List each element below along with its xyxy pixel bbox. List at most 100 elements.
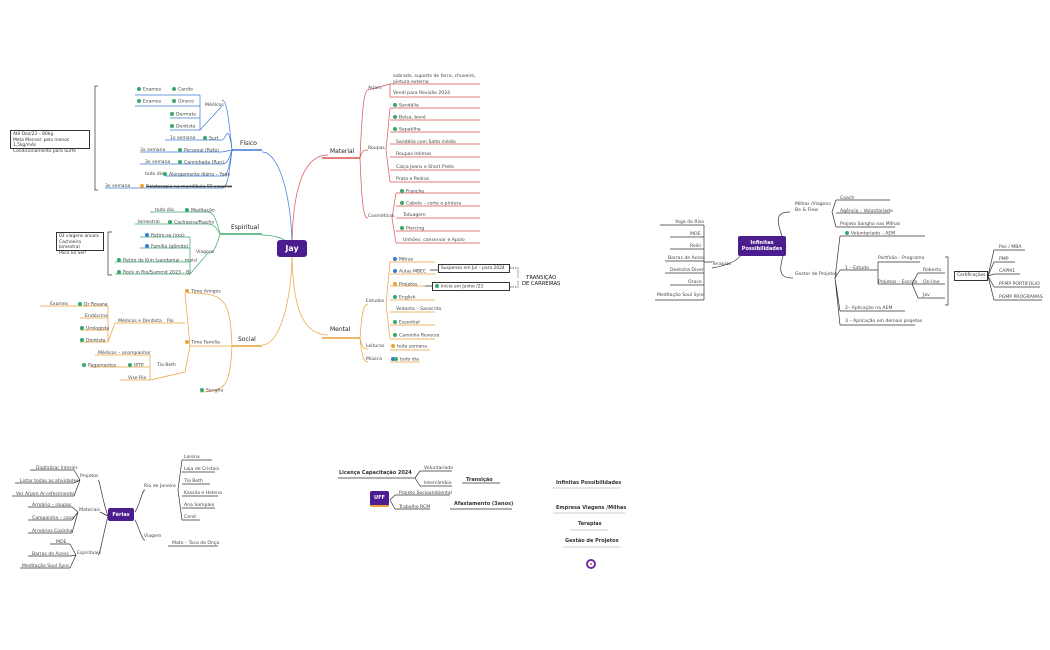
branch-mental[interactable]: Mental: [330, 326, 351, 333]
material-arjam-item: sobrado, suporte de ferro, chuveiro, pin…: [393, 74, 476, 85]
ferias-rio-item: Cenit: [184, 515, 197, 520]
material-cosmeticos-item: Cabelo – corte e pintura: [400, 201, 461, 208]
ferias-viagem: Viagem: [144, 534, 162, 539]
licenca-uff-item: Trabalho RCM: [399, 505, 431, 510]
licenca-item: Intercâmbio: [424, 481, 452, 486]
infinitas-cert-item: PMP: [999, 257, 1009, 262]
material-arjam-item: Vendi para Revisão 2024: [393, 91, 451, 96]
ferias-espirituais-item: Meditação Soul Sync: [22, 564, 70, 569]
infinitas-cert-item: Pos / MBA: [999, 245, 1022, 250]
social-item: Tia Beth: [157, 363, 176, 368]
infinitas-milhas: Milhas /Viagens Be & Flow: [795, 202, 831, 213]
fisico-item: Gineco: [172, 99, 194, 106]
material-roupas-item: Sandália: [393, 103, 419, 110]
ferias-espirituais-item: Barras de Acess: [32, 552, 69, 557]
fisico-item: Alongamento diário – Yoga: [163, 172, 230, 179]
infinitas-gestor-item: 1 – Estudo: [845, 266, 869, 271]
infinitas-milhas-item: Agência – Voluntariado: [840, 209, 893, 214]
infinitas-gestor: Gestor de Projetos: [795, 272, 838, 277]
mental-transicao: TRANSIÇÃO DE CARREIRAS: [522, 275, 561, 287]
ferias-materiais-item: Campainha – casa: [32, 516, 74, 521]
material-cosmeticos-item: Tatuagem: [403, 213, 426, 218]
infinitas-gestor-item: 3 – Aplicação em demais projetos: [845, 319, 923, 324]
social-item: Vise Rio: [128, 376, 147, 381]
mental-suspenso: Suspenso em Jul – para 2024: [438, 264, 510, 273]
mental-estudos-item: Mitras: [393, 257, 413, 264]
infinitas-terapias-item: Meditação Soul Sync: [657, 293, 705, 298]
fisico-item: 1x semana: [170, 136, 196, 141]
social-item: IPTP: [128, 363, 144, 370]
branch-material[interactable]: Material: [330, 148, 355, 155]
social-item: Time Amigos: [185, 289, 221, 296]
infinitas-node[interactable]: Infinitas Possibilidades: [738, 236, 786, 256]
social-item: Médicos e Dentista: [118, 319, 162, 324]
ferias-rio-item: Ana Sampaio: [184, 503, 215, 508]
legend-item[interactable]: Terapias: [578, 521, 602, 527]
fisico-item: 3x semana: [145, 160, 171, 165]
infinitas-terapias-item: Yoga do Riso: [675, 220, 705, 225]
espiritual-item: Viagens: [196, 250, 215, 255]
licenca-afastamento: Afastamento (3anos): [454, 501, 514, 507]
ferias-projetos-item: Digitalizar Interior: [36, 466, 78, 471]
legend-item[interactable]: Gestão de Projetos: [565, 538, 619, 544]
fisico-note: Até Dez/23 – 80kg Meta Mensal: pelo meno…: [10, 130, 90, 154]
mental-musica-value: todo dia: [391, 357, 419, 364]
mental-estudos-item: Vedanta – Sanscrito: [396, 307, 442, 312]
mental-leituras: Leituras: [366, 344, 385, 349]
material-roupas-item: Calça Jeans e Short Preto: [396, 165, 454, 170]
ferias-espirituais-item: MOE: [56, 540, 67, 545]
espiritual-item: todo dia: [155, 208, 174, 213]
social-item: Dr Rosana: [78, 302, 108, 309]
infinitas-cert-item: PFMP PORTIFOLIO: [999, 282, 1040, 287]
social-item: Sangha: [200, 388, 223, 395]
branch-fisico[interactable]: Físico: [240, 140, 257, 147]
social-item: Pagamentos: [82, 363, 116, 370]
social-item: Urologista: [80, 326, 109, 333]
espiritual-item: Retiro-se (xxx): [145, 233, 185, 240]
mental-estudos-item: Aulas MBEC: [393, 269, 426, 276]
fisico-item: Exames: [137, 99, 161, 106]
espiritual-item: Cachoeira/Riacho: [168, 220, 214, 227]
licenca-uff-item: Projeto Socioambiental: [399, 491, 452, 496]
legend-item[interactable]: Infinitas Possibilidades: [556, 480, 622, 486]
infinitas-milhas-item: Coach: [840, 196, 855, 201]
espiritual-item: Meditação: [185, 208, 215, 215]
fisico-medicos: Médicos: [205, 103, 224, 108]
branch-espiritual[interactable]: Espiritual: [231, 224, 260, 231]
fisico-item: Dermato: [170, 112, 196, 119]
mental-estudos-item: English: [393, 295, 416, 302]
ferias-node[interactable]: Férias: [108, 508, 134, 521]
material-roupas: Roupas: [368, 146, 385, 151]
infinitas-cert: Certificações: [954, 271, 988, 281]
mental-estudos-item: Caminho Reverso: [393, 333, 439, 340]
infinitas-cert-item: PGMP PROGRAMAS: [999, 295, 1043, 300]
branch-social[interactable]: Social: [238, 336, 256, 343]
ferias-espirituais: Espirituais: [77, 551, 101, 556]
fisico-item: Cardio: [172, 87, 193, 94]
espiritual-item: bimestral: [138, 220, 160, 225]
legend-item[interactable]: Empresa Viagens /Milhas: [556, 505, 627, 511]
fisico-item: Exames: [137, 87, 161, 94]
social-item: Endócrino: [85, 314, 108, 319]
fisico-item: Personal (Rafa): [178, 148, 219, 155]
mental-estudos-item: Essential: [393, 320, 420, 327]
ferias-rio-item: Loja de Cristais: [184, 467, 220, 472]
material-roupas-item: Prata e Pedras: [396, 177, 430, 182]
fisico-item: Surf: [203, 136, 218, 143]
ferias-materiais-item: Armários Cozinha: [32, 529, 73, 534]
espiritual-item: Rock in Rio/Summit 2023 – BJ: [117, 270, 191, 277]
ferias-projetos-item: Ver Arjam Ar-refecimento: [16, 492, 75, 497]
mental-estudos: Estudos: [366, 299, 385, 304]
ferias-projetos-item: Listar todas as atividades: [20, 479, 79, 484]
mental-estudos-item: Projetos: [393, 282, 417, 289]
material-cosmeticos: Cosméticos: [368, 214, 395, 219]
center-node[interactable]: Jay: [277, 240, 307, 257]
infinitas-terapias-item: Orace: [688, 280, 702, 285]
espiritual-note: 03 viagens anuais Cachoeira bimestral Po…: [56, 232, 104, 256]
uff-node[interactable]: UFF: [370, 491, 389, 507]
material-roupas-item: Sandália com Salto médio: [396, 140, 456, 145]
target-icon: [586, 559, 596, 569]
ferias-rio-item: Tia Beth: [184, 479, 203, 484]
licenca-title: Licença Capacitação 2024: [339, 470, 412, 476]
